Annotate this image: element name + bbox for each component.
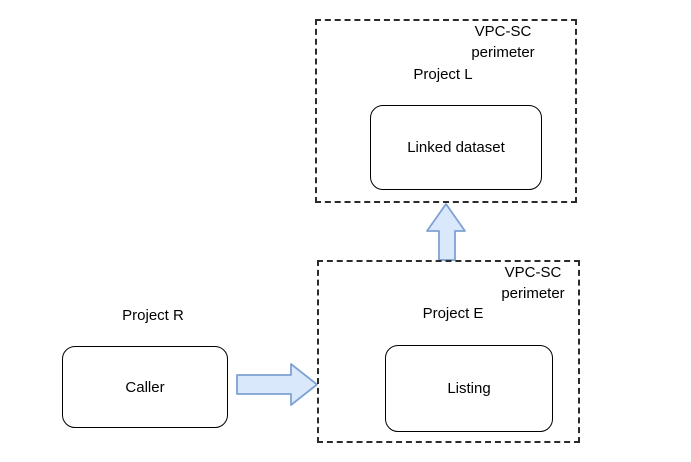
linked-dataset-node-label: Linked dataset bbox=[407, 139, 505, 156]
linked-dataset-node: Linked dataset bbox=[370, 105, 542, 190]
arrow-listing-to-linked-dataset-icon bbox=[426, 203, 466, 261]
perimeter-bottom-label: VPC-SC perimeter bbox=[501, 264, 565, 302]
project-l-label: Project L bbox=[413, 66, 473, 83]
perimeter-top-label: VPC-SC perimeter bbox=[471, 23, 535, 61]
arrow-caller-to-listing-icon bbox=[236, 363, 318, 406]
caller-node-label: Caller bbox=[125, 378, 165, 396]
vpc-sc-perimeter-bottom bbox=[317, 260, 580, 443]
project-e-label: Project E bbox=[422, 305, 484, 322]
listing-node: Listing bbox=[385, 345, 553, 432]
listing-node-label: Listing bbox=[447, 380, 491, 397]
caller-node: Caller bbox=[62, 346, 228, 428]
project-r-label: Project R bbox=[122, 307, 184, 324]
vpc-sc-perimeter-top bbox=[315, 19, 577, 203]
